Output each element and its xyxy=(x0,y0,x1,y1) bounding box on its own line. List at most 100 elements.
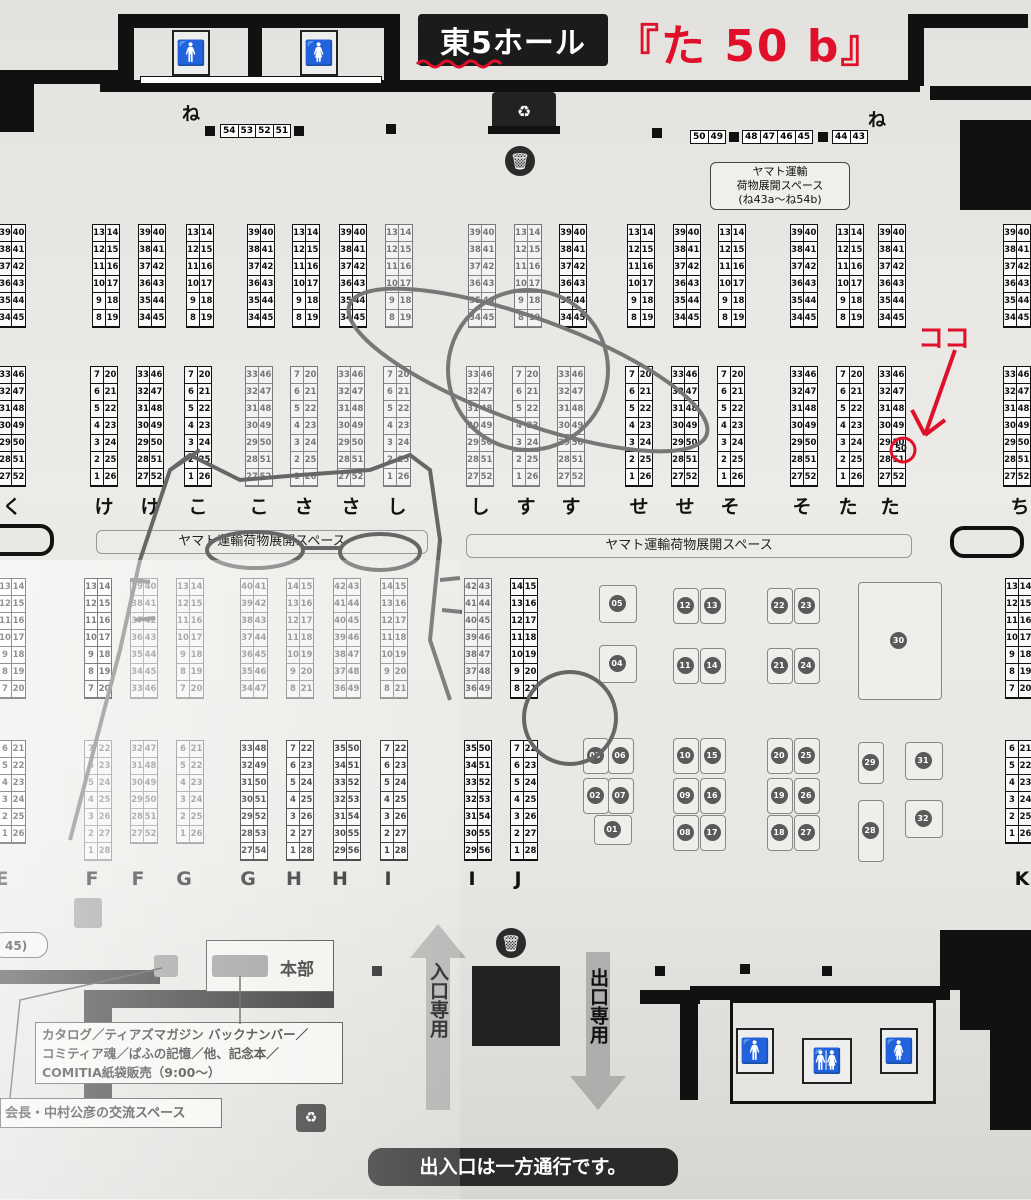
booth-number: 36 xyxy=(1004,276,1017,293)
booth-number: 39 xyxy=(1004,225,1017,242)
booth-number: 42 xyxy=(261,259,274,276)
booth-number: 51 xyxy=(254,792,267,809)
booth-number: 19 xyxy=(394,647,407,664)
booth-number: 38 xyxy=(340,242,353,259)
booth-number: 50 xyxy=(150,435,163,452)
booth-number: 40 xyxy=(144,579,157,596)
booth-number: 38 xyxy=(469,242,482,259)
booth-number: 29 xyxy=(334,843,347,860)
booth-44: 44 xyxy=(833,131,851,143)
booth-number: 18 xyxy=(399,293,412,310)
booth-number: 46 xyxy=(150,367,163,384)
booth-number: 17 xyxy=(300,613,313,630)
booth-number: 28 xyxy=(137,452,150,469)
booth-number: 36 xyxy=(0,276,12,293)
booth-number: 23 xyxy=(850,418,863,435)
booth-number: 10 xyxy=(93,276,106,293)
booth-number: 36 xyxy=(879,276,892,293)
booth-number: 24 xyxy=(850,435,863,452)
booth-number: 15 xyxy=(732,242,745,259)
booth-number: 29 xyxy=(1004,435,1017,452)
booth-number: 30 xyxy=(246,418,259,435)
booth-number: 9 xyxy=(386,293,399,310)
booth-number: 49 xyxy=(347,681,360,698)
booth-number: 51 xyxy=(1017,452,1030,469)
booth-number: 53 xyxy=(478,792,491,809)
booth-number: 41 xyxy=(12,242,25,259)
booth-number: 41 xyxy=(152,242,165,259)
row-label: け xyxy=(94,496,114,518)
booth-number: 1 xyxy=(626,469,639,486)
booth-number: 44 xyxy=(804,293,817,310)
booth-number: 32 xyxy=(465,792,478,809)
booth-number: 22 xyxy=(300,741,313,758)
booth-number: 12 xyxy=(511,613,524,630)
booth-number: 39 xyxy=(0,225,12,242)
booth-number: 47 xyxy=(685,384,698,401)
booth-number: 14 xyxy=(287,579,300,596)
booth-number: 51 xyxy=(259,452,272,469)
booth-number: 30 xyxy=(558,418,571,435)
hall-title: 東5ホール xyxy=(418,14,608,66)
booth-number: 12 xyxy=(187,242,200,259)
booth-number: 35 xyxy=(879,293,892,310)
booth-number: 14 xyxy=(12,579,25,596)
booth-number: 30 xyxy=(791,418,804,435)
booth-number: 47 xyxy=(1017,384,1030,401)
booth-number: 14 xyxy=(306,225,319,242)
booth-number: 32 xyxy=(334,792,347,809)
booth-number: 7 xyxy=(837,367,850,384)
booth-number: 7 xyxy=(511,741,524,758)
booth-number: 32 xyxy=(0,384,12,401)
row-label: K xyxy=(1014,868,1030,890)
island-number: 03 xyxy=(586,746,604,764)
catalog-line-1: カタログ／ティアズマガジン バックナンバー／ xyxy=(42,1027,309,1042)
island-number: 10 xyxy=(676,746,694,764)
booth-number: 39 xyxy=(469,225,482,242)
catalog-line-2: コミティア魂／ぱふの記憶／他、記念本／ xyxy=(42,1046,279,1061)
booth-number: 20 xyxy=(524,664,537,681)
island-number: 13 xyxy=(703,596,721,614)
booth-number: 29 xyxy=(241,809,254,826)
booth-number: 35 xyxy=(791,293,804,310)
booth-number: 55 xyxy=(478,826,491,843)
booth-number: 38 xyxy=(131,596,144,613)
booth-number: 20 xyxy=(850,367,863,384)
booth-number: 48 xyxy=(571,401,584,418)
booth-number: 13 xyxy=(287,596,300,613)
island-number: 02 xyxy=(586,786,604,804)
booth-number: 10 xyxy=(0,630,12,647)
booth-number: 52 xyxy=(478,775,491,792)
booth-number: 40 xyxy=(573,225,586,242)
booth-number: 43 xyxy=(804,276,817,293)
booth-number: 37 xyxy=(1004,259,1017,276)
exit-label: 出口専用 xyxy=(580,968,616,1051)
koryu-box: 会長・中村公彦の交流スペース xyxy=(0,1098,222,1128)
booth-number: 41 xyxy=(465,596,478,613)
booth-number: 13 xyxy=(0,579,12,596)
booth-number: 39 xyxy=(131,579,144,596)
booth-number: 32 xyxy=(338,384,351,401)
row-label: I xyxy=(468,868,476,890)
recycle-icon: ♻ xyxy=(492,92,556,132)
booth-number: 43 xyxy=(254,613,267,630)
booth-number: 44 xyxy=(573,293,586,310)
booth-number: 19 xyxy=(399,310,412,327)
booth-number: 30 xyxy=(241,792,254,809)
booth-number: 44 xyxy=(478,596,491,613)
booth-number: 7 xyxy=(513,367,526,384)
booth-number: 15 xyxy=(641,242,654,259)
booth-number: 45 xyxy=(12,310,25,327)
booth-number: 48 xyxy=(347,664,360,681)
booth-number: 15 xyxy=(306,242,319,259)
recycle-icon-bottom: ♻ xyxy=(296,1104,326,1132)
booth-number: 14 xyxy=(106,225,119,242)
booth-number: 28 xyxy=(0,452,12,469)
booth-number: 44 xyxy=(347,596,360,613)
booth-number: 30 xyxy=(1004,418,1017,435)
